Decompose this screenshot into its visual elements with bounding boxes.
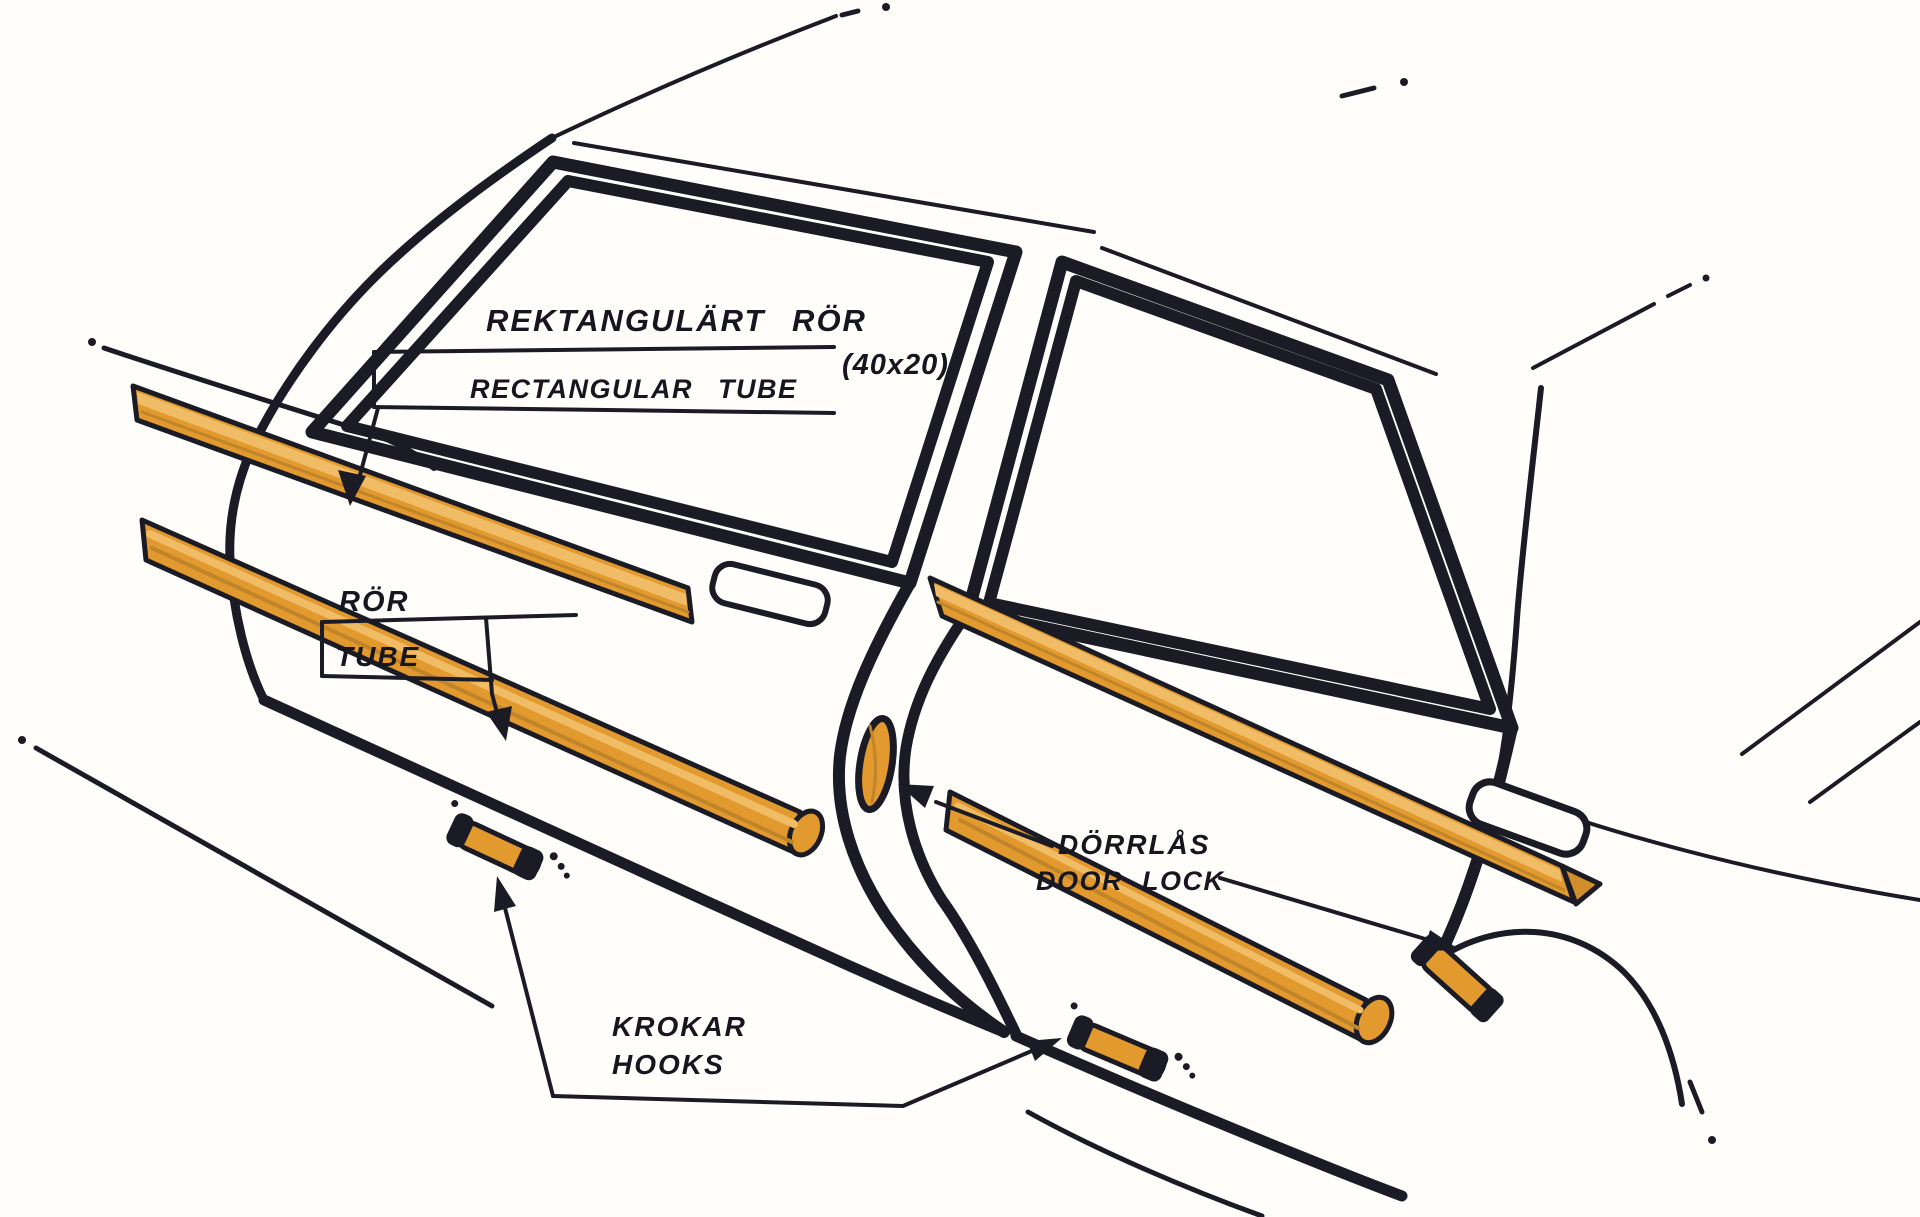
door-lock-callout (898, 784, 1460, 951)
wheel-arch-dash (1687, 1079, 1705, 1115)
a-pillar (257, 133, 557, 433)
hooks-leader-right (551, 1048, 1036, 1108)
rect-tube-box-bottom (372, 405, 836, 415)
front-window-inner (341, 175, 994, 568)
roof-line (550, 14, 838, 140)
rear-door-front-edge (898, 606, 1022, 1040)
rect-tube-dimension: (40x20) (842, 349, 949, 381)
rocker-dot (18, 736, 26, 744)
rect-tube-box-top (372, 345, 836, 354)
rear-round-tube (943, 789, 1395, 1046)
rear-rocker-line (1025, 1109, 1265, 1217)
drip-rail-front (572, 141, 1096, 234)
rect-tube-label-sv: REKTANGULÄRT RÖR (486, 303, 867, 338)
rear-rectangular-tube (927, 575, 1603, 907)
arrow-to-front-lock-icon (898, 784, 934, 808)
wheel-arch-dot (1708, 1136, 1716, 1144)
door-lock-label-sv: DÖRRLÅS (1058, 829, 1210, 860)
rear-tube-cut-end (1559, 863, 1603, 907)
rear-wheel-arch (1437, 928, 1685, 1107)
hood-line (101, 345, 363, 433)
rear-hook (1066, 1002, 1196, 1082)
text-labels: REKTANGULÄRT RÖR (40x20) RECTANGULAR TUB… (336, 303, 1225, 1080)
front-door-rear-edge (832, 577, 1010, 1038)
door-lock-leader-right (1218, 876, 1434, 943)
rear-door-handle (1465, 778, 1591, 858)
quarter-window-line (1531, 302, 1656, 370)
rect-tube-callout (338, 345, 836, 506)
front-door-lock (855, 714, 897, 814)
roof-rear-dot (1400, 78, 1408, 86)
drip-rail-rear (1100, 246, 1438, 376)
roof-dot (882, 3, 890, 11)
front-door-handle (709, 560, 831, 628)
rear-door-bottom-edge (1010, 1030, 1408, 1202)
tube-box-bottom (320, 674, 494, 682)
rear-quarter-line-1 (1740, 620, 1920, 756)
hooks-label-en: HOOKS (612, 1049, 725, 1080)
hooks-label-sv: KROKAR (612, 1011, 747, 1042)
quarter-window-dot (1702, 274, 1710, 282)
arrow-to-rect-tube-icon (338, 470, 366, 506)
hooks-leader-left (503, 906, 555, 1098)
arrow-to-rear-hook-icon (1027, 1038, 1062, 1061)
tube-box-top (320, 613, 578, 624)
roof-rear-dash (1339, 85, 1377, 99)
arrow-to-tube-icon (486, 706, 512, 741)
front-rectangular-tube (130, 383, 695, 625)
rear-door-rear-edge (1434, 722, 1518, 962)
quarter-window-dash (1666, 283, 1692, 298)
hood-dot (88, 338, 96, 346)
reinforcement-parts (130, 383, 1603, 1082)
tube-callout (320, 613, 578, 741)
arrow-to-rear-lock-icon (1424, 930, 1460, 951)
front-hook (446, 800, 570, 881)
callouts (320, 345, 1460, 1108)
rear-quarter-line-2 (1808, 720, 1920, 804)
roof-dash (839, 8, 861, 18)
door-lock-label-en: DOOR LOCK (1036, 866, 1225, 896)
rocker-line (33, 745, 495, 1009)
arrow-to-front-hook-icon (494, 876, 516, 912)
tube-label-sv: RÖR (339, 585, 409, 618)
tube-label-en: TUBE (336, 641, 420, 672)
hooks-callout (494, 876, 1062, 1108)
front-door-bottom-edge (258, 694, 1010, 1038)
rect-tube-label-en: RECTANGULAR TUBE (470, 374, 797, 404)
rear-window-inner (983, 275, 1496, 715)
door-lock-leader-left (934, 800, 1054, 848)
